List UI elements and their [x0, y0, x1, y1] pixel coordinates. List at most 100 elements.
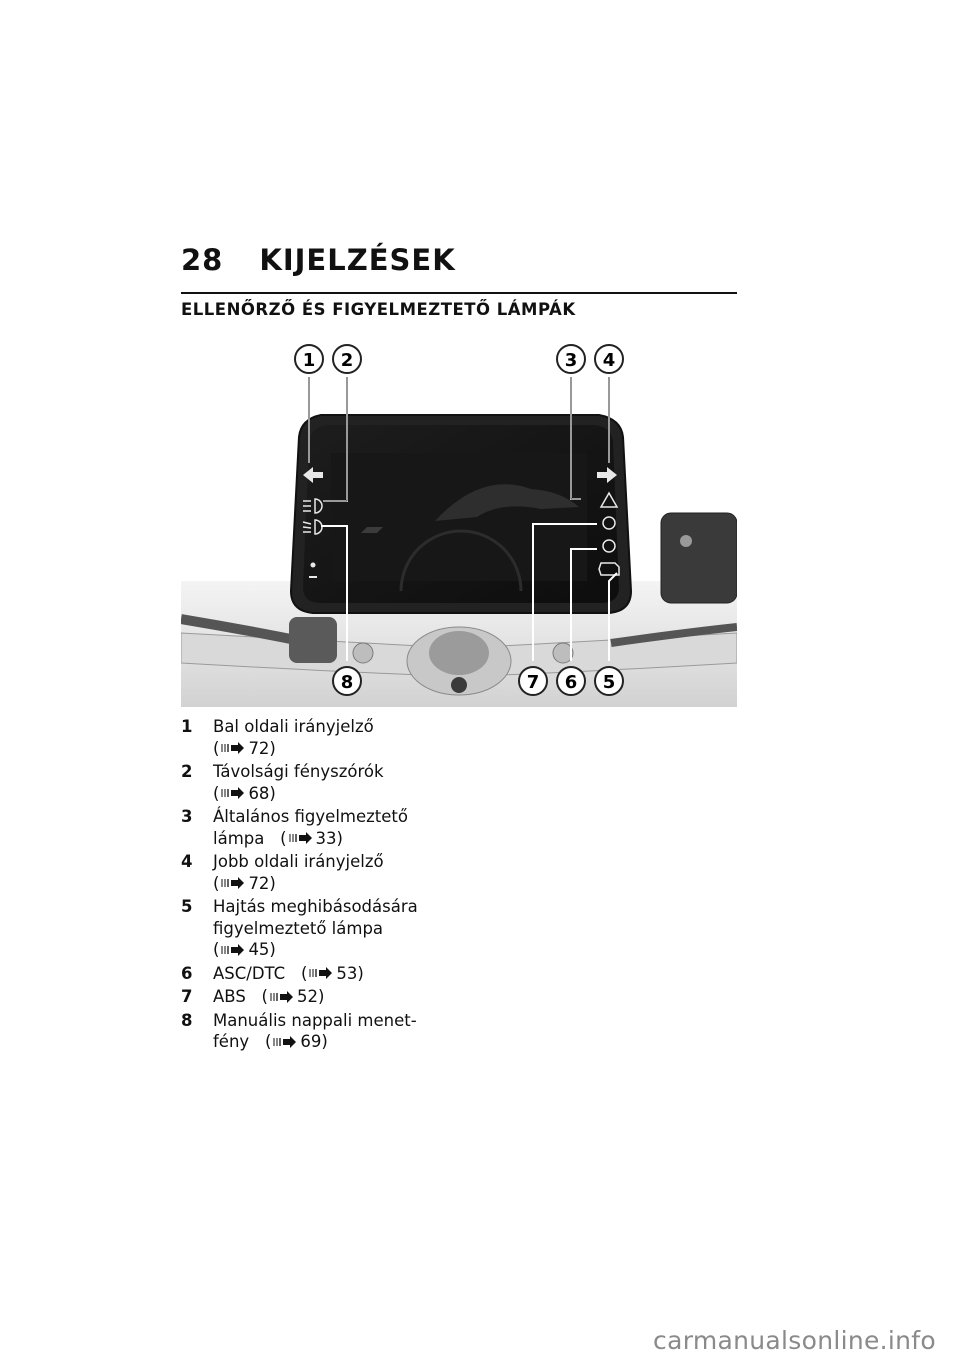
page-reference-line: (45) [213, 939, 481, 961]
page-reference-number: 45) [248, 940, 276, 959]
instrument-cluster-illustration: 1 2 3 4 5 6 7 8 [180, 341, 738, 707]
legend-number: 7 [181, 987, 193, 1006]
legend-number: 2 [181, 762, 193, 781]
page-reference[interactable]: (68) [213, 783, 276, 803]
left-switch-housing [289, 617, 337, 663]
page-reference[interactable]: (72) [213, 873, 276, 893]
page-reference-arrow-icon [270, 990, 293, 1003]
page-reference-line: ASC/DTC (53) [213, 963, 481, 985]
abs-icon [602, 516, 616, 530]
legend-item: 8 Manuális nappali menet-fény (69) [181, 1010, 481, 1053]
page-reference[interactable]: (45) [213, 940, 276, 959]
legend-item: 5 Hajtás meghibásodására figyelmeztető lám… [181, 896, 481, 961]
page-reference-arrow-icon [289, 832, 312, 845]
legend-text: Bal oldali irányjelző (72) [213, 716, 481, 759]
watermark: carmanualsonline.info [653, 1326, 936, 1355]
legend-item: 7 ABS (52) [181, 986, 481, 1008]
legend-number: 6 [181, 963, 193, 983]
page-reference-number: 72) [248, 873, 276, 893]
page-reference[interactable]: (52) [261, 987, 325, 1006]
legend-line: Manuális nappali menet- [213, 1010, 417, 1030]
page-reference-arrow-icon [221, 787, 245, 800]
bmw-logo [451, 677, 467, 693]
indicator-dot [310, 562, 316, 568]
legend-number: 1 [181, 717, 193, 736]
svg-text:7: 7 [527, 672, 540, 693]
legend-number: 5 [181, 897, 193, 916]
legend-item: 6 ASC/DTC (53) [181, 963, 481, 985]
header-rule [181, 292, 737, 294]
legend-item: 2 Távolsági fényszórók(68) [181, 761, 481, 804]
legend-text: Hajtás meghibásodására figyelmeztető lámp… [213, 896, 481, 961]
page-reference-number: 68) [248, 783, 276, 803]
bike-silhouette [435, 484, 579, 521]
page-reference-number: 52) [296, 987, 325, 1006]
svg-text:1: 1 [303, 350, 316, 371]
page-reference[interactable]: (33) [280, 828, 343, 848]
svg-text:6: 6 [565, 672, 578, 693]
page-reference-arrow-icon [221, 742, 245, 755]
reservoir-screw [680, 535, 692, 547]
page-reference-number: 53) [336, 963, 364, 983]
brake-reservoir [660, 512, 738, 604]
legend-line: Hajtás meghibásodására [213, 897, 418, 916]
page-reference-number: 72) [248, 738, 276, 758]
legend-number: 4 [181, 852, 193, 871]
steering-nut [429, 631, 489, 675]
engine-check-icon [598, 562, 620, 576]
page-reference-arrow-icon [221, 943, 245, 956]
callout-1: 1 [294, 344, 324, 374]
gauge-arc [399, 529, 523, 592]
bolt [552, 642, 574, 664]
callout-2: 2 [332, 344, 362, 374]
legend-line: figyelmeztető lámpa [213, 918, 384, 938]
legend-line: Bal oldali irányjelző [213, 717, 374, 736]
legend-number: 8 [181, 1010, 193, 1030]
page-reference-line: (68) [213, 783, 481, 805]
legend-text: Távolsági fényszórók(68) [213, 761, 481, 804]
svg-text:3: 3 [565, 350, 578, 371]
page-reference-number: 69) [300, 1032, 328, 1051]
legend-line: lámpa [213, 828, 265, 848]
page-reference-line: (72) [213, 738, 481, 760]
legend-item: 3 Általános figyelmeztető lámpa (33) [181, 806, 481, 849]
daytime-running-light-icon [302, 519, 323, 535]
callout-6: 6 [556, 666, 586, 696]
page-reference-line: fény (69) [213, 1031, 481, 1053]
page-reference[interactable]: (69) [264, 1032, 328, 1051]
page-reference-arrow-icon [309, 967, 333, 980]
legend-number: 3 [181, 807, 193, 826]
cable [180, 614, 302, 646]
page-reference-arrow-icon [273, 1035, 297, 1048]
page-reference-line: lámpa (33) [213, 828, 481, 850]
page-reference[interactable]: (53) [300, 963, 364, 983]
callout-5: 5 [594, 666, 624, 696]
legend-text: ASC/DTC (53) [213, 963, 481, 985]
svg-text:4: 4 [603, 350, 616, 371]
warning-triangle-icon [599, 491, 619, 508]
legend-line: fény [213, 1032, 250, 1051]
figure-legend: 1 Bal oldali irányjelző (72) 2 Távolsági fén… [181, 716, 481, 1055]
legend-text: Jobb oldali irányjelző(72) [213, 851, 481, 894]
legend-line: ABS [213, 987, 246, 1006]
svg-text:2: 2 [341, 350, 354, 371]
cable [610, 623, 738, 647]
r-logo [361, 527, 383, 533]
legend-item: 1 Bal oldali irányjelző (72) [181, 716, 481, 759]
page-reference-line: ABS (52) [213, 986, 481, 1008]
callout-8: 8 [332, 666, 362, 696]
asc-dtc-icon [602, 539, 616, 553]
chapter-title: KIJELZÉSEK [259, 243, 456, 277]
svg-text:5: 5 [603, 672, 616, 693]
right-turn-indicator-icon [597, 467, 617, 483]
legend-line: Általános figyelmeztető [213, 807, 408, 826]
page-reference-line: (72) [213, 873, 481, 895]
instrument-cluster-figure: 1 2 3 4 5 6 7 8 [180, 341, 738, 707]
legend-line: ASC/DTC [213, 963, 286, 983]
legend-text: Manuális nappali menet-fény (69) [213, 1010, 481, 1053]
section-title: ELLENŐRZŐ ÉS FIGYELMEZTETŐ LÁMPÁK [181, 300, 576, 319]
page-reference[interactable]: (72) [213, 738, 276, 758]
callout-7: 7 [518, 666, 548, 696]
callout-leader-outlines [308, 377, 610, 502]
high-beam-icon [303, 498, 323, 514]
